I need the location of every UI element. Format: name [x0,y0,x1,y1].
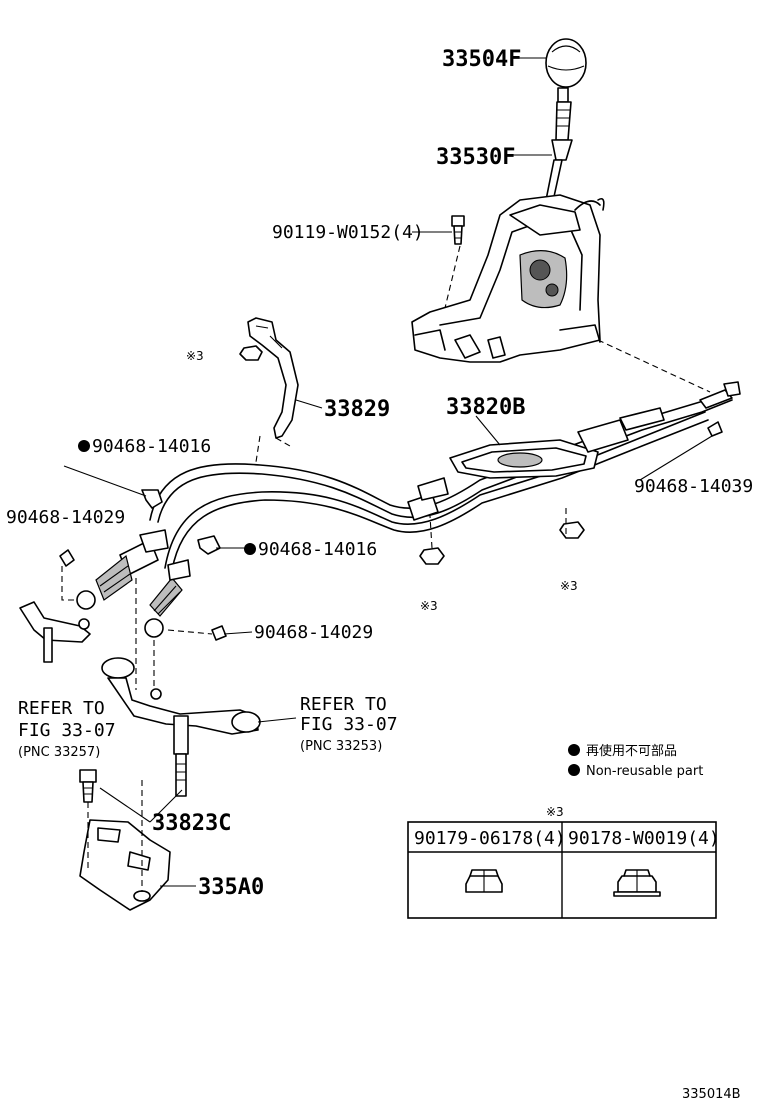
nut-table [407,821,717,919]
shift-knob [545,38,587,88]
refer-right-line2: FIG 33-07 [300,714,398,735]
right-lever [101,657,261,797]
bolt-90119 [451,215,465,245]
refer-right-line1: REFER TO [300,694,387,715]
mark3-label-a: ※3 [186,349,204,363]
label-90119: 90119-W0152(4) [272,222,424,243]
label-90468-14016-a: 90468-14016 [92,436,211,457]
nonreusable-dot-a [78,440,90,452]
left-lever [19,601,91,663]
shift-cables [76,381,741,638]
mark3-label-c: ※3 [560,579,578,593]
shift-housing [411,194,605,363]
clip-90468-14016-b [197,535,221,555]
clip-90468-14016-a [141,489,163,509]
dashed-lines [61,245,711,892]
nut-mark3-c [559,521,585,539]
legend-dot-en [568,764,580,776]
label-90468-14029-a: 90468-14029 [6,507,125,528]
bolt-33823C [79,769,97,803]
bracket-33829 [247,317,299,439]
label-90468-14039: 90468-14039 [634,476,753,497]
nut-mark3-a [239,345,263,361]
mark3-label-b: ※3 [420,599,438,613]
label-90468-14016-b: 90468-14016 [258,539,377,560]
label-33820B: 33820B [446,395,525,420]
refer-left-line3: (PNC 33257) [18,745,100,760]
label-335A0: 335A0 [198,875,264,900]
pin-90468-14039 [707,421,723,437]
legend-dot-jp [568,744,580,756]
refer-left-line2: FIG 33-07 [18,720,116,741]
nonreusable-dot-b [244,543,256,555]
label-33823C: 33823C [152,811,231,836]
table-nut-icon-1 [613,869,661,897]
table-header-1: 90178-W0019(4) [568,828,720,849]
refer-left-line1: REFER TO [18,698,105,719]
label-33829: 33829 [324,397,390,422]
label-33504F: 33504F [442,47,521,72]
figure-id: 335014B [682,1087,741,1102]
pin-90468-14029-b [211,625,227,641]
nut-mark3-b [419,547,445,565]
table-mark3: ※3 [546,805,564,819]
legend-en: Non-reusable part [586,764,703,779]
legend-jp: 再使用不可部品 [586,743,677,759]
label-33530F: 33530F [436,145,515,170]
bracket-335A0 [79,819,171,911]
label-90468-14029-b: 90468-14029 [254,622,373,643]
pin-90468-14029-a [59,549,75,567]
leader-lines [63,57,713,887]
table-nut-icon-0 [465,869,503,893]
refer-right-line3: (PNC 33253) [300,739,382,754]
table-header-0: 90179-06178(4) [414,828,566,849]
